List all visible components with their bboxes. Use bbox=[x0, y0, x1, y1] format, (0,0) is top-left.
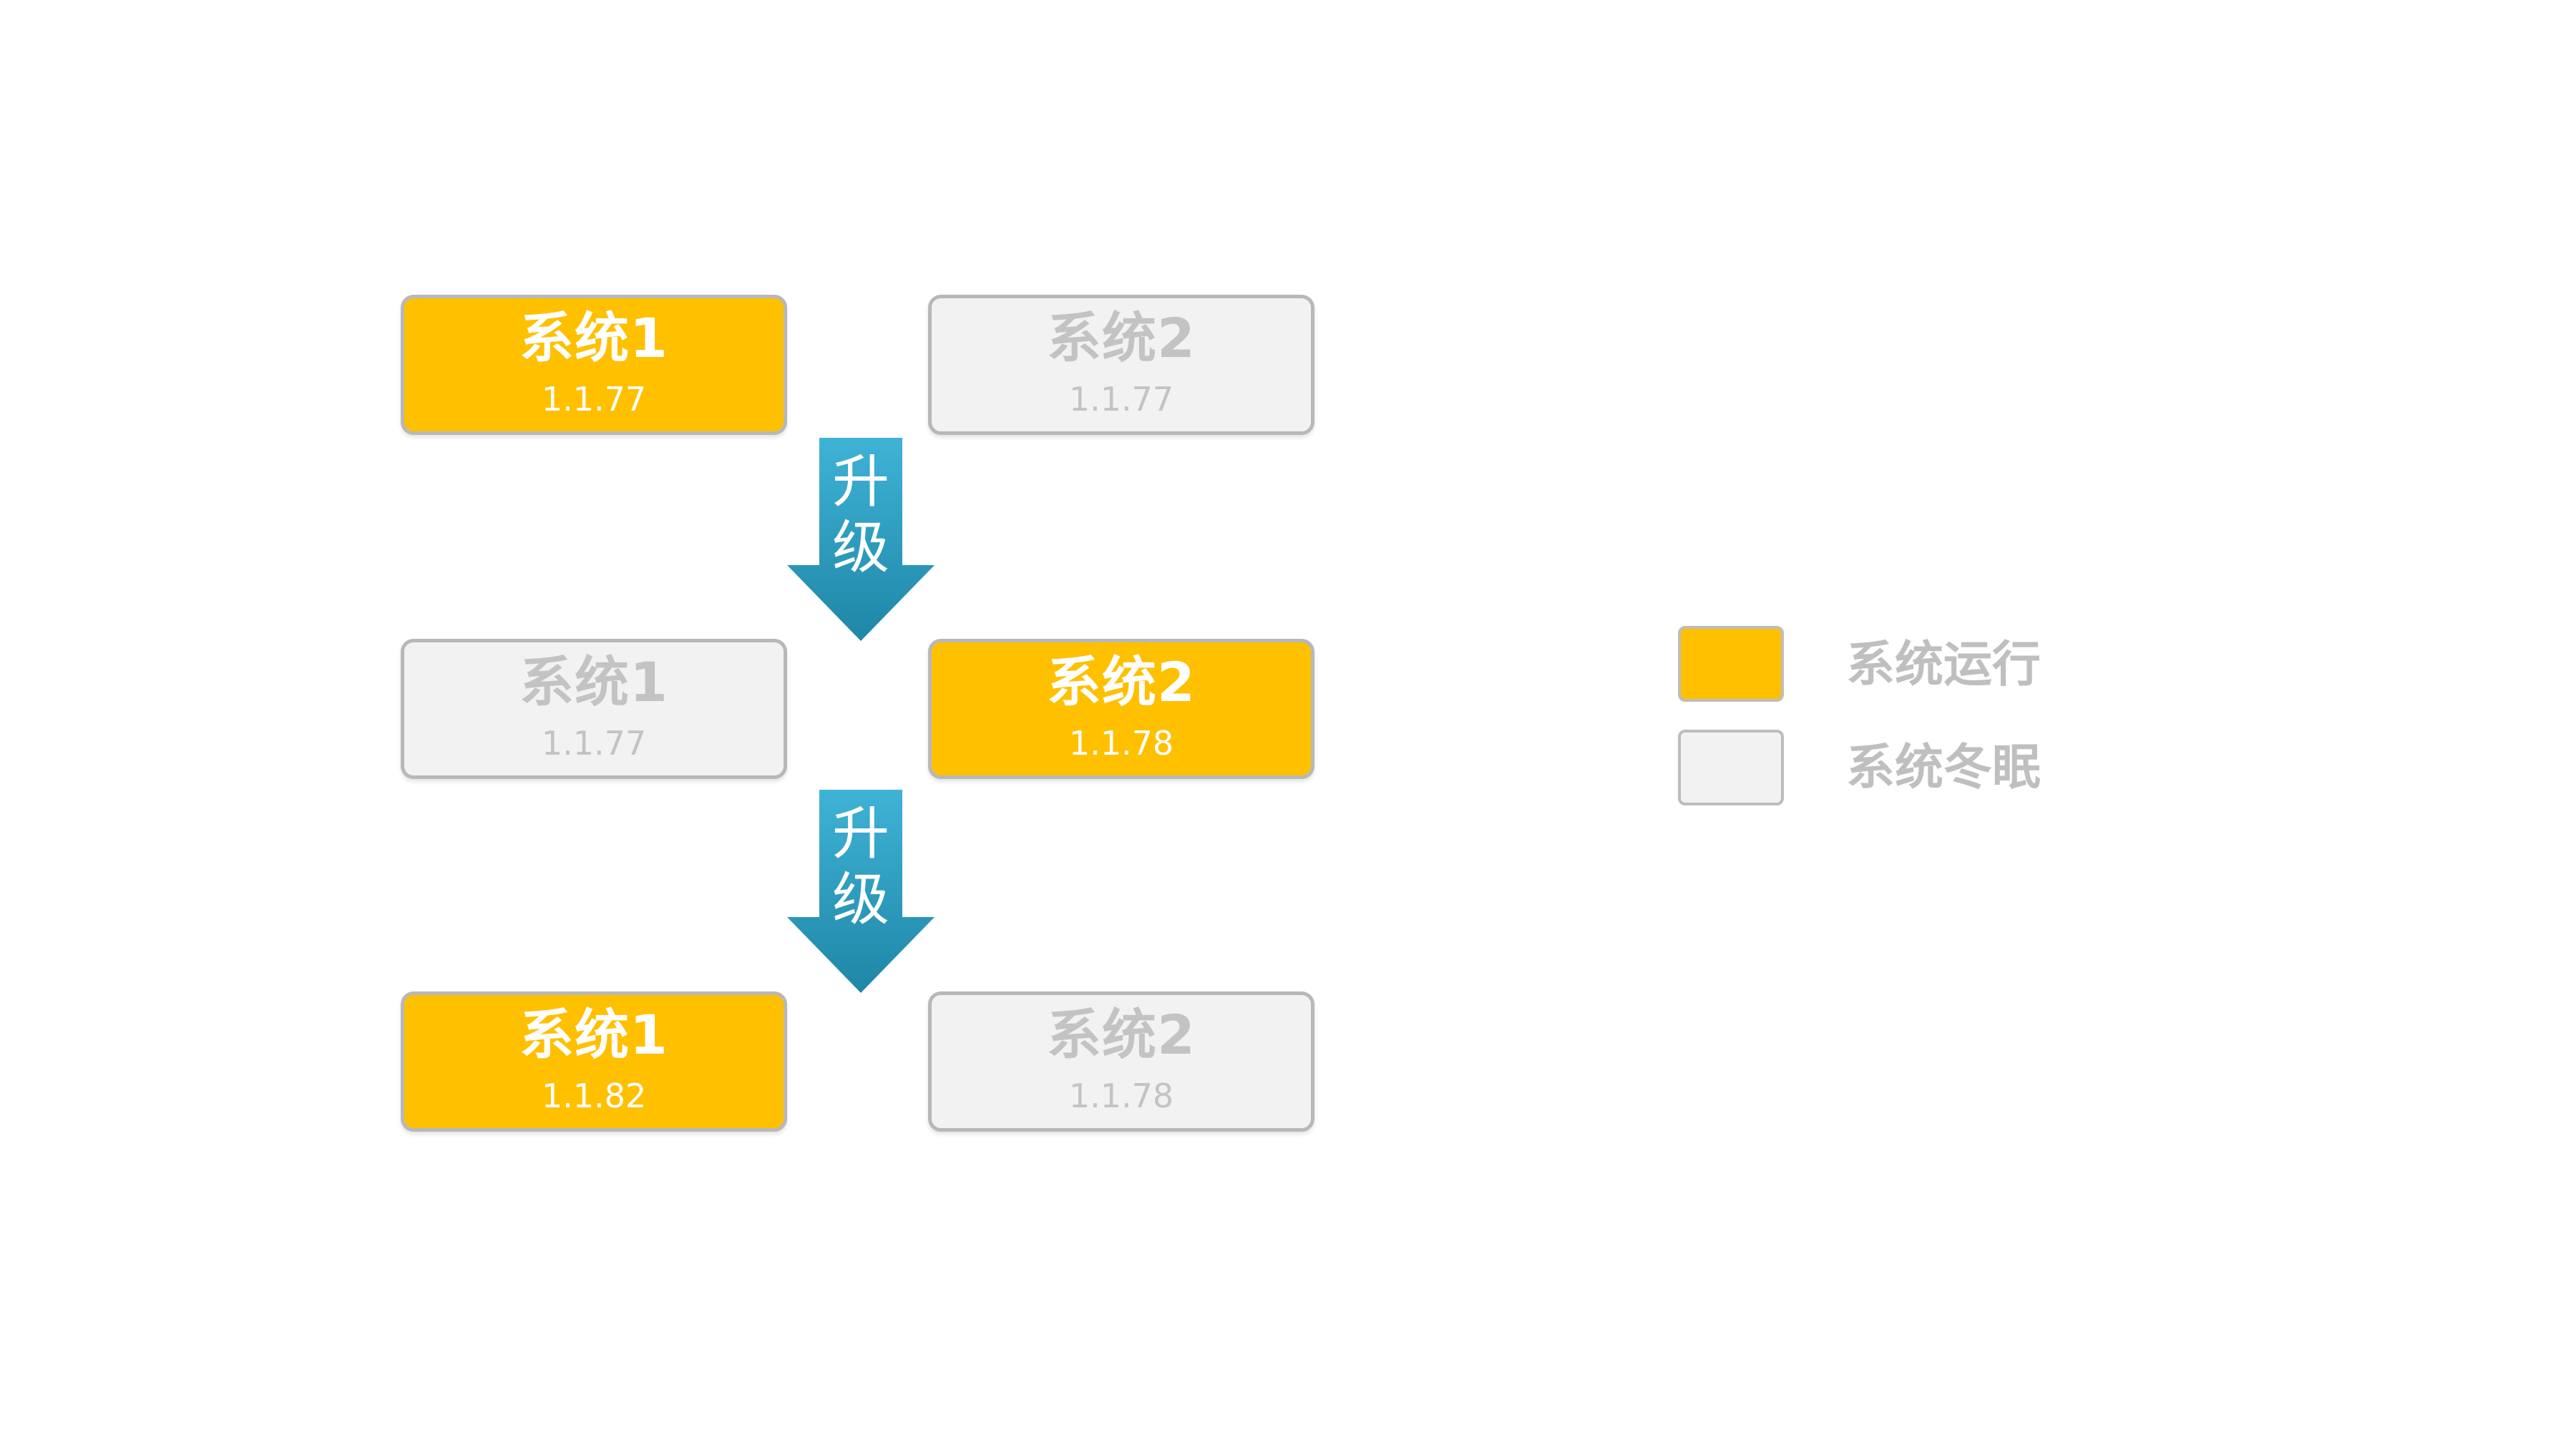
system-name: 系统2 bbox=[1047, 306, 1196, 370]
system-version: 1.1.78 bbox=[1068, 1077, 1174, 1115]
down-arrow-icon bbox=[787, 438, 935, 641]
upgrade-label-line1: 升 bbox=[832, 800, 889, 867]
system2-box-row2: 系统2 1.1.78 bbox=[928, 639, 1314, 779]
legend-hibernating-label: 系统冬眠 bbox=[1846, 740, 2041, 796]
system-name: 系统2 bbox=[1047, 1003, 1196, 1067]
system1-box-row3: 系统1 1.1.82 bbox=[401, 991, 787, 1132]
upgrade-label-line2: 级 bbox=[832, 514, 889, 581]
system2-box-row3: 系统2 1.1.78 bbox=[928, 991, 1314, 1132]
system-version: 1.1.77 bbox=[541, 380, 647, 418]
system1-box-row1: 系统1 1.1.77 bbox=[401, 295, 787, 435]
system-version: 1.1.78 bbox=[1068, 724, 1174, 763]
system-name: 系统1 bbox=[519, 306, 668, 370]
system-name: 系统1 bbox=[519, 650, 668, 714]
system2-box-row1: 系统2 1.1.77 bbox=[928, 295, 1314, 435]
system-name: 系统1 bbox=[519, 1003, 668, 1067]
upgrade-arrow-1: 升 级 bbox=[787, 438, 935, 641]
legend-running-label: 系统运行 bbox=[1846, 637, 2041, 693]
system-version: 1.1.82 bbox=[541, 1077, 647, 1115]
upgrade-arrow-2: 升 级 bbox=[787, 790, 935, 993]
system-version: 1.1.77 bbox=[541, 724, 647, 763]
system-version: 1.1.77 bbox=[1068, 380, 1174, 418]
system-name: 系统2 bbox=[1047, 650, 1196, 714]
legend-hibernating-swatch bbox=[1678, 730, 1784, 805]
upgrade-label-line2: 级 bbox=[832, 866, 889, 933]
upgrade-label-line1: 升 bbox=[832, 449, 889, 515]
legend-running-swatch bbox=[1678, 626, 1784, 702]
system1-box-row2: 系统1 1.1.77 bbox=[401, 639, 787, 779]
down-arrow-icon bbox=[787, 790, 935, 993]
